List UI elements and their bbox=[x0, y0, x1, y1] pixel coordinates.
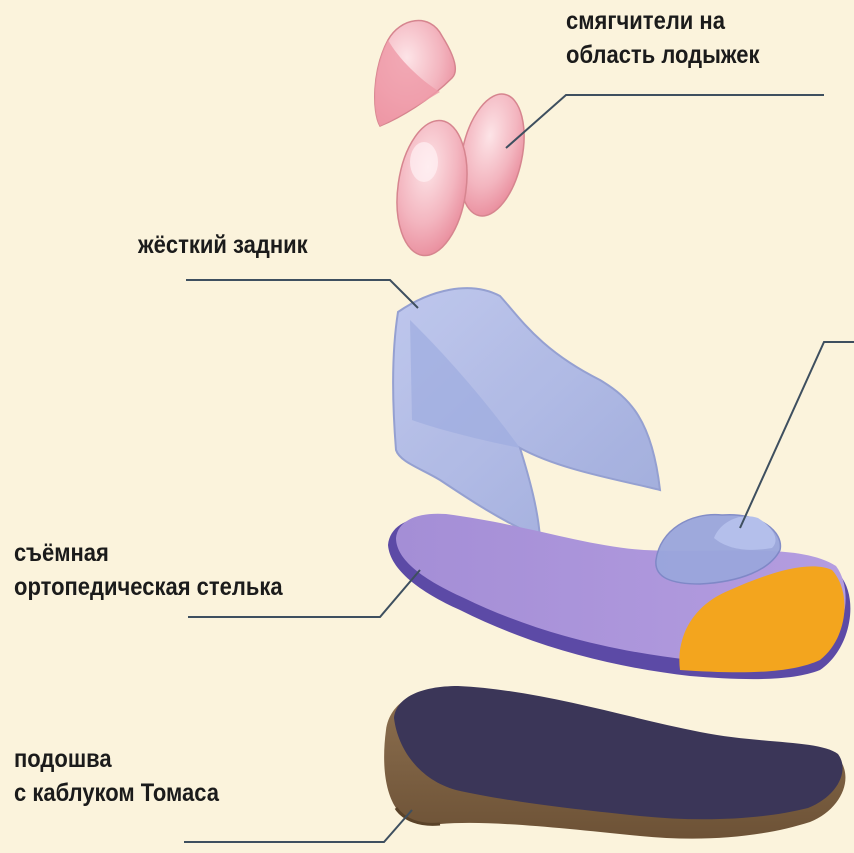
label-ankle-pads-line1: смягчители на bbox=[566, 4, 759, 38]
sole-illustration bbox=[384, 686, 845, 839]
label-heel-counter-line1: жёсткий задник bbox=[138, 228, 308, 262]
ankle-pad-oval-front bbox=[389, 116, 475, 260]
label-sole: подошва с каблуком Томаса bbox=[14, 742, 219, 810]
label-sole-line2: с каблуком Томаса bbox=[14, 776, 219, 810]
leader-line-ankle-pads bbox=[506, 95, 824, 148]
ankle-pad-highlight bbox=[410, 142, 438, 182]
label-insole-line1: съёмная bbox=[14, 536, 283, 570]
heel-counter-illustration bbox=[393, 288, 660, 538]
leader-line-sole bbox=[184, 810, 412, 842]
label-ankle-pads: смягчители на область лодыжек bbox=[566, 4, 759, 72]
leader-line-metatarsal bbox=[740, 342, 854, 528]
label-ankle-pads-line2: область лодыжек bbox=[566, 38, 759, 72]
leader-line-heel-counter bbox=[186, 280, 418, 308]
insole-illustration bbox=[388, 514, 850, 679]
ankle-pads-illustration bbox=[375, 21, 534, 261]
label-insole: съёмная ортопедическая стелька bbox=[14, 536, 283, 604]
label-insole-line2: ортопедическая стелька bbox=[14, 570, 283, 604]
label-heel-counter: жёсткий задник bbox=[138, 228, 308, 262]
label-sole-line1: подошва bbox=[14, 742, 219, 776]
